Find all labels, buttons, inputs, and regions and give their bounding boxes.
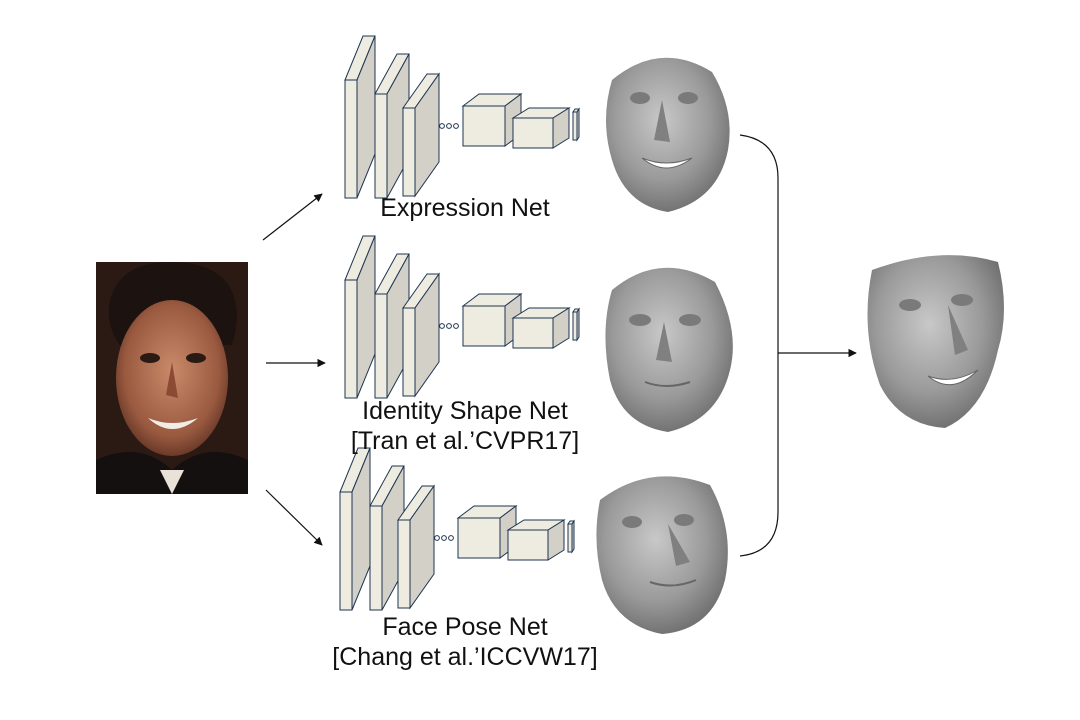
- ellipsis-dot: [453, 323, 459, 329]
- identity-net-citation: [Tran et al.’CVPR17]: [350, 427, 580, 455]
- pose-net-layers: [339, 447, 575, 611]
- identity-net-title: Identity Shape Net: [362, 397, 568, 425]
- arrow-to-expression-net: [262, 193, 323, 241]
- fc-block-front: [507, 529, 549, 561]
- output-vector-front: [567, 523, 573, 553]
- expression-face-mesh: [606, 57, 730, 213]
- pose-net-citation: [Chang et al.’ICCVW17]: [332, 643, 598, 671]
- pose-net-label: Face Pose Net [Chang et al.’ICCVW17]: [320, 612, 610, 672]
- expression-net-title: Expression Net: [380, 194, 550, 222]
- fc-block-front: [512, 117, 554, 149]
- input-face-photo: [96, 262, 248, 494]
- fc-block-front: [512, 317, 554, 349]
- identity-net-layers: [344, 235, 580, 399]
- ellipsis-dot: [446, 323, 452, 329]
- conv-layer-2-front: [374, 93, 388, 199]
- expression-net-label: Expression Net: [340, 193, 590, 223]
- merge-connector: [739, 134, 779, 557]
- conv-layer-3-front: [402, 107, 416, 197]
- ellipsis-dot: [448, 535, 454, 541]
- conv-layer-3-front: [402, 307, 416, 397]
- ellipsis-dot: [439, 123, 445, 129]
- ellipsis-dot: [441, 535, 447, 541]
- expression-net-layers: [344, 35, 580, 199]
- final-face-mesh: [867, 255, 1004, 428]
- conv-layer-2-front: [374, 293, 388, 399]
- ellipsis-dot: [439, 323, 445, 329]
- conv-layer-1-front: [344, 279, 358, 399]
- pose-face-mesh: [596, 476, 728, 634]
- conv-layer-1-front: [339, 491, 353, 611]
- pose-net-title: Face Pose Net: [382, 613, 548, 641]
- ellipsis-dot: [434, 535, 440, 541]
- arrow-to-pose-net: [265, 489, 323, 546]
- output-vector-front: [572, 311, 578, 341]
- identity-face-mesh: [605, 267, 733, 432]
- conv-layer-1-front: [344, 79, 358, 199]
- pool-block-front: [462, 105, 506, 147]
- output-vector-front: [572, 111, 578, 141]
- pool-block-front: [457, 517, 501, 559]
- ellipsis-dot: [453, 123, 459, 129]
- ellipsis-dot: [446, 123, 452, 129]
- conv-layer-3-front: [397, 519, 411, 609]
- identity-net-label: Identity Shape Net [Tran et al.’CVPR17]: [330, 396, 600, 456]
- conv-layer-2-front: [369, 505, 383, 611]
- pool-block-front: [462, 305, 506, 347]
